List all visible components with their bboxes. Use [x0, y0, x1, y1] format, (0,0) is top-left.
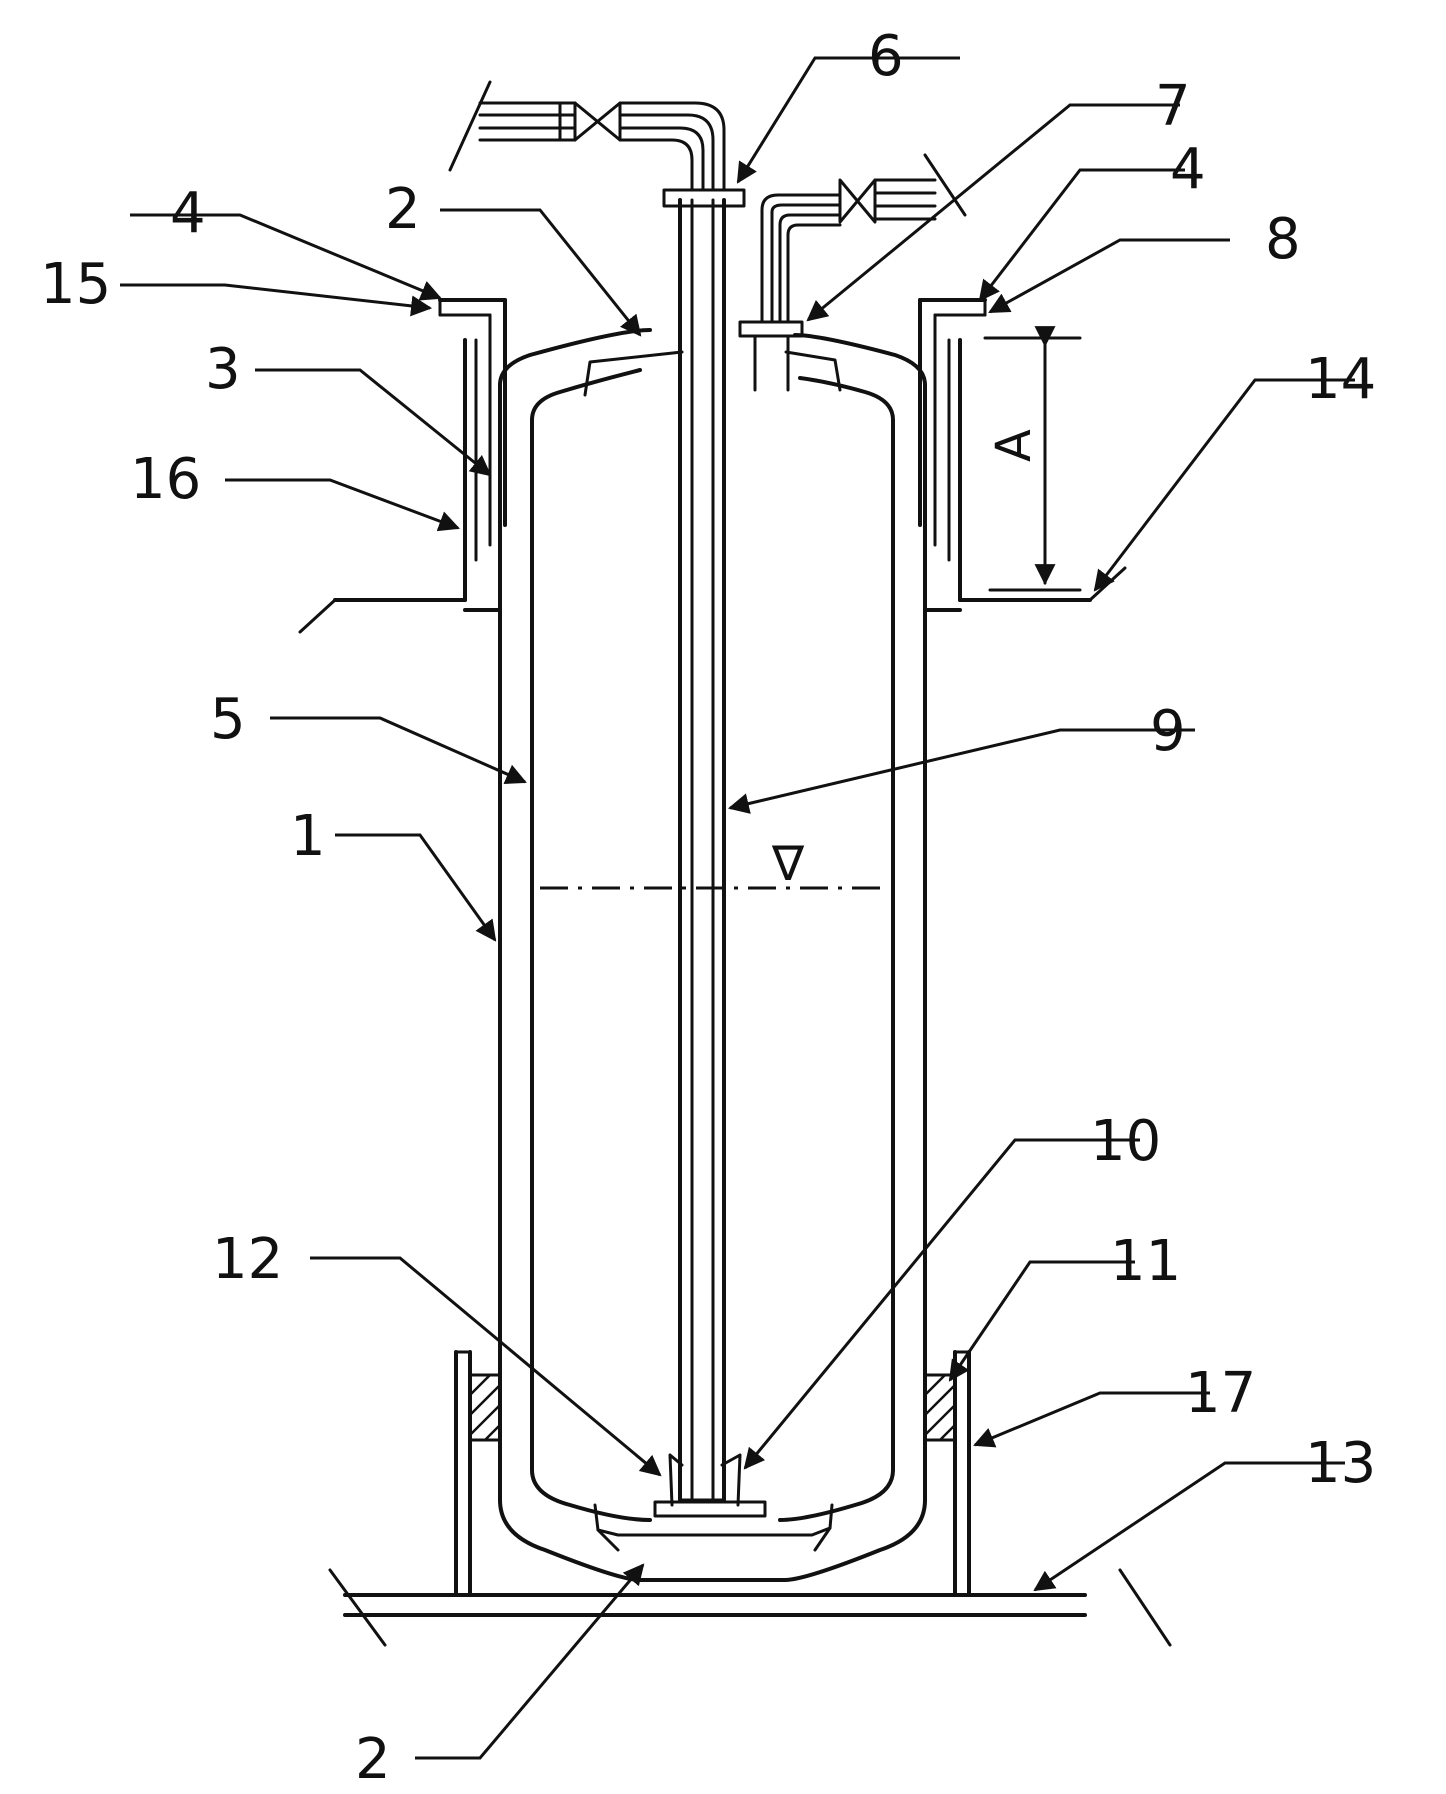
- leader-6: [738, 58, 960, 182]
- label-14: 14: [1305, 347, 1376, 412]
- leader-3: [255, 370, 490, 475]
- leader-13: [1035, 1463, 1345, 1590]
- leader-17: [975, 1393, 1210, 1445]
- label-6: 6: [868, 24, 904, 89]
- leader-1: [335, 835, 495, 940]
- central-pipe: [670, 200, 740, 1505]
- right-support: [925, 1352, 969, 1595]
- left-collar: [335, 300, 505, 610]
- leader-8: [990, 240, 1230, 312]
- leader-4-right: [980, 170, 1185, 300]
- label-1: 1: [290, 804, 326, 869]
- leader-7: [808, 105, 1180, 320]
- label-3: 3: [205, 337, 241, 402]
- dimension-a: A: [985, 338, 1080, 590]
- label-15: 15: [40, 252, 111, 317]
- label-17: 17: [1185, 1361, 1256, 1426]
- label-10: 10: [1090, 1109, 1161, 1174]
- top-pipe-6: [450, 82, 744, 206]
- label-7: 7: [1155, 74, 1191, 139]
- leader-16: [225, 480, 458, 528]
- leader-9: [730, 730, 1195, 808]
- label-2-top: 2: [385, 177, 421, 242]
- label-9: 9: [1150, 699, 1186, 764]
- leader-15: [120, 285, 430, 308]
- label-8: 8: [1265, 207, 1301, 272]
- dimension-a-label: A: [986, 429, 1042, 462]
- label-11: 11: [1110, 1229, 1181, 1294]
- leader-11: [950, 1262, 1135, 1380]
- reference-numerals: 6 7 4 8 14 9 10 11 17 13 4 2 15 3 16 5 1…: [40, 24, 1376, 1792]
- label-5: 5: [210, 687, 246, 752]
- label-13: 13: [1305, 1431, 1376, 1496]
- leader-5: [270, 718, 525, 782]
- leader-12: [310, 1258, 660, 1475]
- side-pipe-7: [740, 155, 965, 390]
- label-4-left: 4: [170, 181, 206, 246]
- left-floor-break: [300, 600, 335, 632]
- label-16: 16: [130, 447, 201, 512]
- level-symbol: ∇: [771, 836, 805, 892]
- label-2-bottom: 2: [355, 1727, 391, 1792]
- label-4-right: 4: [1170, 137, 1206, 202]
- label-12: 12: [212, 1227, 283, 1292]
- left-support: [456, 1352, 500, 1595]
- bottom-spacer-ring: [595, 1505, 832, 1550]
